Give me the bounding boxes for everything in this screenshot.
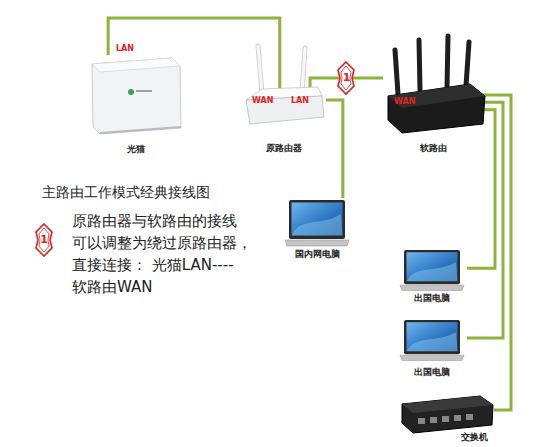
switch-body [402, 396, 493, 433]
switch-top [402, 396, 493, 413]
device-box: 出国电脑 [397, 248, 467, 304]
device-label: 出国电脑 [397, 292, 467, 304]
port-label: LAN [116, 44, 134, 54]
device-box: 光猫 [88, 55, 184, 155]
callout-number: 1 [337, 71, 357, 85]
router-antenna [302, 48, 305, 92]
modem-top [92, 58, 180, 72]
router-antenna [395, 50, 398, 94]
switch-port [466, 414, 473, 420]
modem-logo [128, 89, 134, 95]
modem-body [92, 58, 181, 134]
device-label: 光猫 [88, 143, 184, 155]
device-label: 出国电脑 [397, 366, 467, 378]
device-box: 软路由 [383, 72, 483, 154]
modem-logo-text [136, 90, 152, 92]
switch-port [430, 417, 437, 423]
wire-connector [467, 102, 503, 338]
router-body [246, 96, 324, 124]
diagram-title: 主路由工作模式经典接线图 [42, 183, 210, 201]
laptop-illustration [285, 200, 349, 246]
switch-port [442, 416, 449, 422]
soft-router-body [388, 84, 485, 133]
switch-illustration [402, 396, 493, 433]
laptop-illustration [400, 250, 464, 290]
callout-number: 1 [34, 233, 54, 247]
device-label: 原路由器 [242, 142, 326, 154]
router-antenna [447, 36, 448, 88]
router-antenna [258, 46, 262, 94]
port-label: LAN [291, 96, 309, 106]
wire-connector [467, 110, 495, 268]
wire-connector [326, 100, 343, 198]
router-illustration [246, 46, 324, 124]
device-box: 交换机 [398, 393, 494, 443]
soft-router-top [388, 84, 485, 108]
router-antenna [466, 42, 469, 86]
switch-port [454, 415, 461, 421]
modem-shadow [100, 127, 181, 133]
switch-port [418, 418, 425, 424]
port-label: WAN [394, 97, 415, 107]
device-label: 软路由 [383, 142, 483, 154]
router-antenna [419, 40, 420, 90]
soft-router-illustration [388, 36, 485, 133]
port-label: WAN [252, 96, 273, 106]
device-label: 交换机 [398, 431, 494, 443]
device-label: 国内网电脑 [283, 248, 351, 260]
router-antenna [302, 48, 305, 92]
modem-illustration [92, 58, 181, 134]
wire-connector [483, 95, 511, 410]
device-box: 国内网电脑 [283, 198, 351, 260]
router-antenna [258, 46, 262, 94]
laptop-illustration [400, 320, 464, 360]
note-text: 原路由器与软路由的接线 可以调整为绕过原路由器， 直接连接： 光猫LAN----… [72, 210, 277, 298]
device-box: 出国电脑 [397, 320, 467, 378]
